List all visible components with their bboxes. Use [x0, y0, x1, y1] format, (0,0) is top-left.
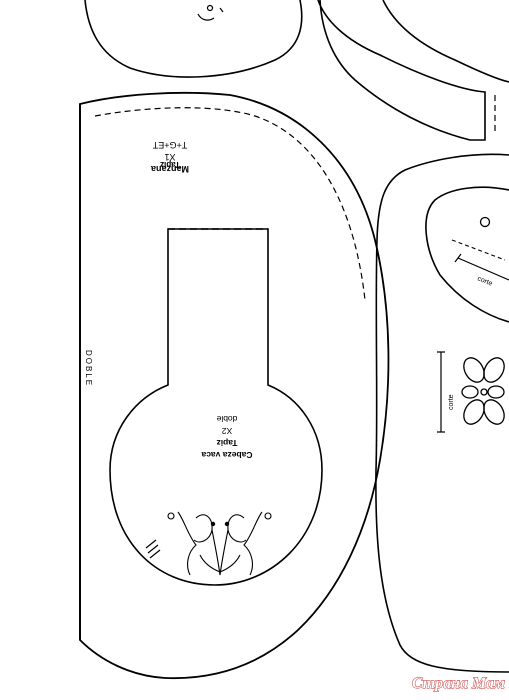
cabeza-name: Cabeza vaca — [201, 450, 252, 460]
manzana-piece — [79, 91, 390, 680]
manzana-outline — [79, 91, 390, 680]
right-inner-oval — [425, 186, 509, 323]
manzana-fabric-group: Tapiz — [160, 160, 180, 169]
cabeza-fabric: Tapiz — [216, 438, 237, 448]
top-left-piece — [84, 0, 303, 78]
right-corte-marker — [437, 351, 445, 433]
right-cut-line-mark — [454, 253, 462, 263]
cabeza-label-group: Cabeza vaca Tapiz X2 doble — [201, 414, 252, 460]
manzana-name: Manzana — [150, 164, 189, 174]
manzana-count: X1 — [164, 152, 175, 162]
right-cut-line — [457, 257, 509, 281]
right-piece-outline — [375, 153, 509, 673]
watermark-logo: Страна Мам — [412, 675, 505, 692]
cabeza-outline — [109, 228, 323, 586]
right-corte-side-label: corte — [448, 394, 455, 410]
right-piece — [375, 153, 509, 673]
right-flower-cluster — [461, 357, 505, 425]
top-left-piece-stitch-mark — [197, 7, 224, 21]
right-dashed-line — [451, 239, 506, 261]
top-right-piece — [317, 0, 509, 141]
right-corte-top-label: corte — [476, 275, 493, 287]
manzana-fabric: Tapiz — [160, 160, 180, 169]
manzana-code: T+G+ET — [152, 140, 187, 150]
cow-face-sketch — [167, 511, 272, 576]
manzana-fold-label: DOBLE — [84, 350, 93, 387]
manzana-dashed-seam — [94, 107, 366, 301]
cow-eye-left — [210, 521, 216, 527]
cabeza-notch-marks — [145, 539, 161, 559]
cow-eye-right — [224, 521, 230, 527]
manzana-label-group: Manzana X1 T+G+ET — [150, 140, 189, 174]
cabeza-fold: doble — [216, 414, 237, 424]
cabeza-count: X2 — [222, 426, 233, 436]
